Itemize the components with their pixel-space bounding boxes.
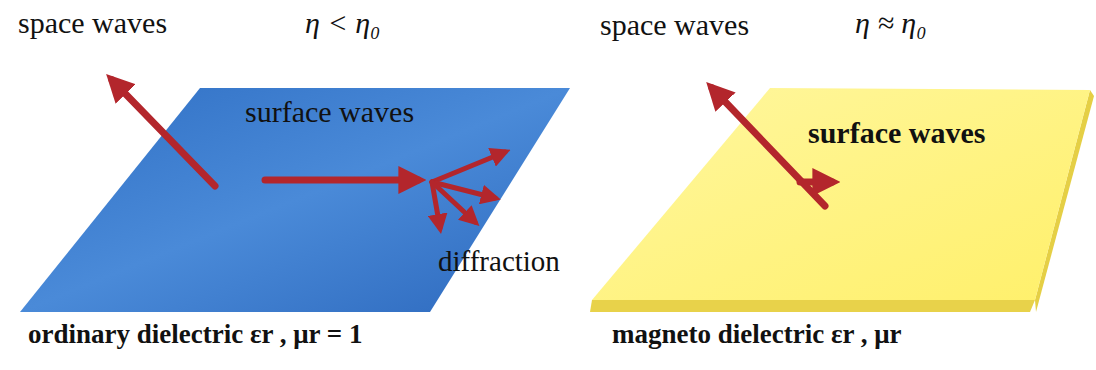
surface-wave-label: surface waves: [245, 95, 414, 128]
impedance-label: η < η₀: [305, 6, 380, 39]
space-wave-label: space waves: [18, 6, 167, 39]
material-caption: ordinary dielectric εr , μr = 1: [28, 320, 362, 350]
impedance-label: η ≈ η₀: [855, 6, 927, 39]
space-wave-arrow: [112, 80, 215, 186]
surface-wave-arrow: [265, 177, 418, 184]
surface-wave-arrow: [800, 179, 832, 186]
surface-wave-label: surface waves: [808, 116, 985, 149]
material-caption: magneto dielectric εr , μr: [612, 320, 902, 350]
dielectric-plate: [20, 88, 570, 312]
diffraction-arrow: [432, 152, 505, 182]
magneto-plate: [592, 88, 1090, 300]
diffraction-label: diffraction: [438, 246, 560, 278]
slab-side: [590, 300, 1035, 312]
space-wave-label: space waves: [600, 8, 749, 41]
diffraction-arrow: [432, 182, 475, 222]
